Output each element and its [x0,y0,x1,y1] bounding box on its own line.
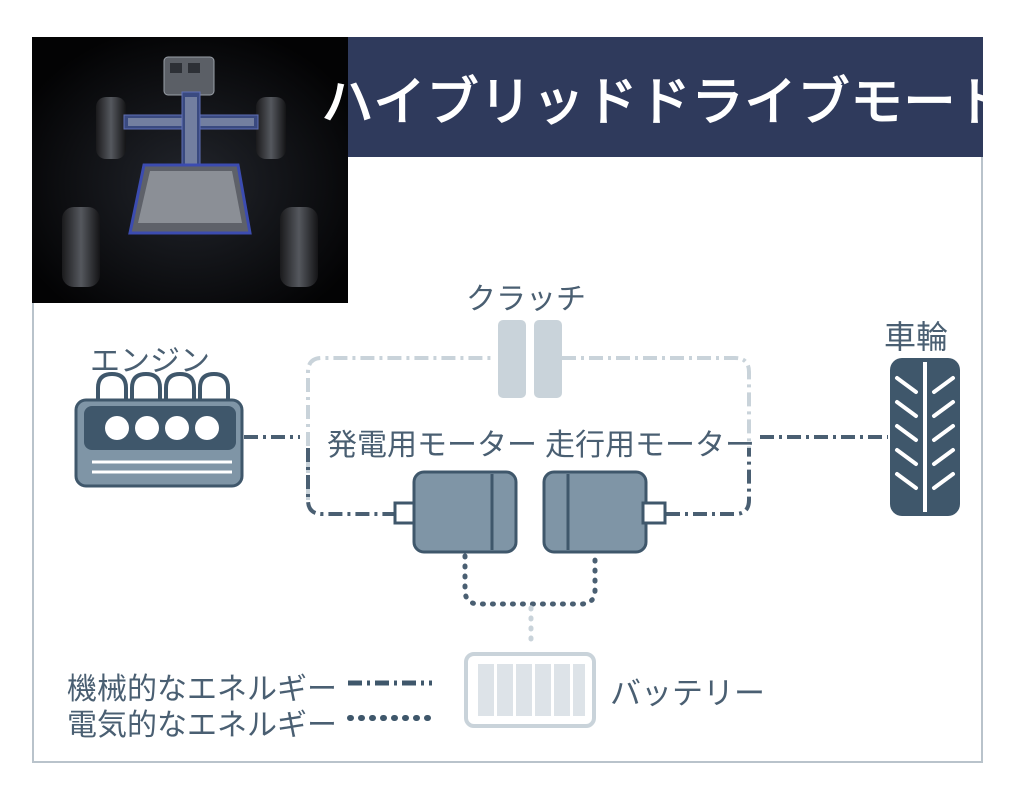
engine-label: エンジン [90,344,210,379]
mechanical-path-drive [666,448,751,516]
legend-mechanical-label: 機械的なエネルギー [67,672,337,707]
inactive-mechanical-path-right [562,356,751,448]
clutch-icon [498,320,562,398]
clutch-label: クラッチ [466,282,586,317]
page-title: ハイブリッドドライブモード [321,72,1010,133]
electrical-path-motors [462,553,598,607]
chassis-image [32,37,348,303]
legend-electrical-label: 電気的なエネルギー [67,708,337,743]
battery-label: バッテリー [610,676,765,712]
drive-motor-label: 走行用モーター [545,428,755,463]
wheel-icon [890,358,960,516]
wheel-label: 車輪 [884,318,949,356]
title-bar: ハイブリッドドライブモード [322,37,1008,157]
mechanical-path-generator [306,448,395,516]
battery-icon [464,652,596,728]
generator-motor-label: 発電用モーター [327,428,537,463]
inactive-mechanical-path-left [306,356,494,500]
generator-motor-icon [393,470,518,554]
engine-icon [74,371,244,488]
drive-motor-icon [542,470,667,554]
